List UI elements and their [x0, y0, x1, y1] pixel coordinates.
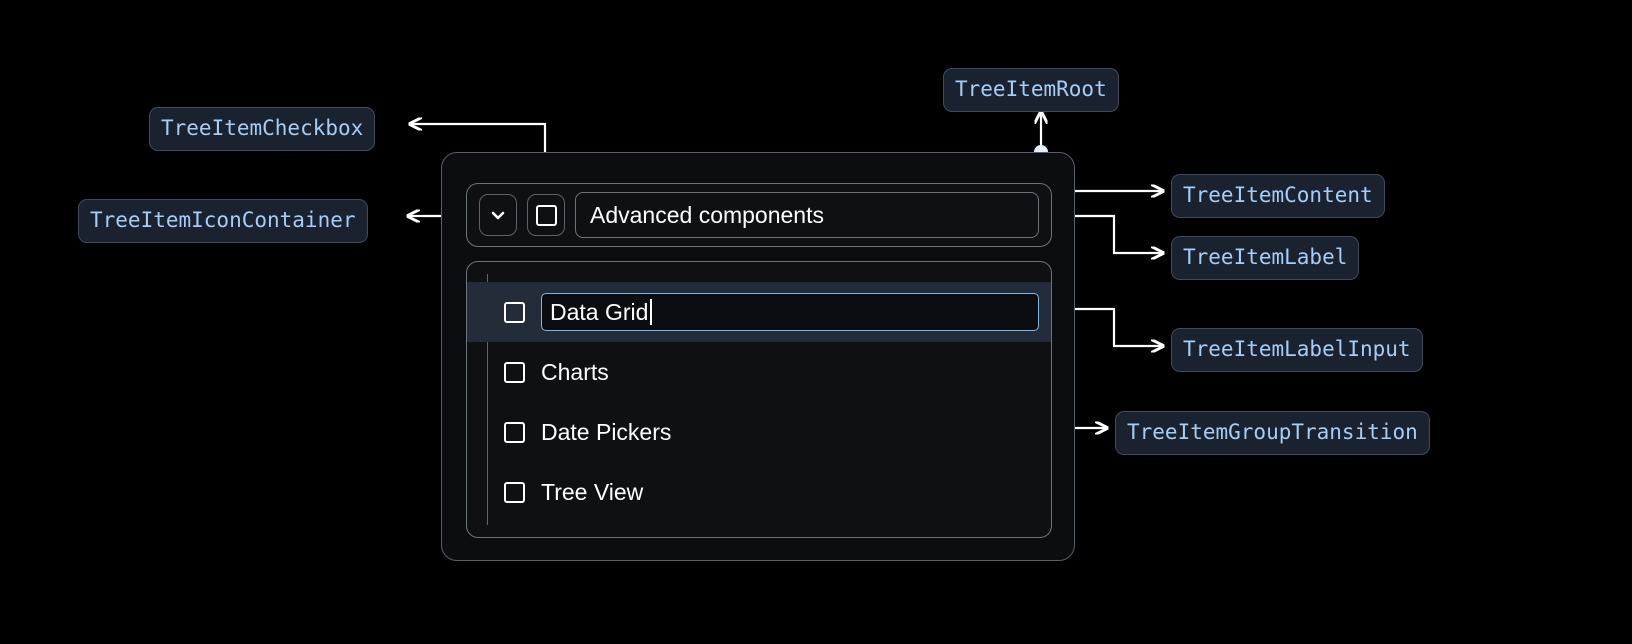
checkbox-box-icon [503, 481, 525, 503]
annotation-chip-treeitemiconcontainer: TreeItemIconContainer [78, 199, 368, 243]
checkbox-box-icon [503, 301, 525, 323]
tree-item-list: Data Grid Charts Date Pickers [467, 282, 1051, 522]
tree-item-checkbox[interactable] [501, 361, 527, 383]
annotation-chip-treeitemgrouptransition: TreeItemGroupTransition [1115, 411, 1430, 455]
tree-item-group-transition: Data Grid Charts Date Pickers [466, 261, 1052, 538]
tree-item-label[interactable]: Advanced components [575, 192, 1039, 238]
tree-item-icon-container[interactable] [479, 194, 517, 236]
tree-guide-line [487, 274, 488, 525]
annotation-chip-treeitemcheckbox: TreeItemCheckbox [149, 107, 376, 151]
checkbox-box-icon [503, 361, 525, 383]
checkbox-box-icon [503, 421, 525, 443]
tree-item-row-data-grid[interactable]: Data Grid [467, 282, 1051, 342]
tree-item-checkbox[interactable] [501, 421, 527, 443]
tree-item-row-date-pickers[interactable]: Date Pickers [467, 402, 1051, 462]
annotation-chip-treeitemcontent: TreeItemContent [1171, 174, 1385, 218]
annotation-chip-treeitemlabel: TreeItemLabel [1171, 236, 1360, 280]
tree-item-label[interactable]: Charts [541, 358, 609, 385]
tree-item-label[interactable]: Tree View [541, 478, 644, 505]
tree-item-label-input-value: Data Grid [550, 298, 649, 325]
tree-item-row-charts[interactable]: Charts [467, 342, 1051, 402]
tree-item-checkbox[interactable] [527, 194, 565, 236]
tree-item-root[interactable]: Advanced components Data Grid [441, 152, 1075, 561]
tree-item-label-input[interactable]: Data Grid [541, 293, 1039, 331]
tree-item-checkbox[interactable] [501, 301, 527, 323]
chevron-down-icon [491, 211, 505, 220]
tree-item-label-text: Advanced components [590, 201, 824, 228]
tree-item-checkbox[interactable] [501, 481, 527, 503]
tree-item-content[interactable]: Advanced components [466, 183, 1052, 247]
annotation-chip-treeitemlabelinput: TreeItemLabelInput [1171, 328, 1423, 372]
checkbox-box-icon [535, 204, 557, 226]
text-caret [650, 299, 652, 325]
tree-item-label[interactable]: Date Pickers [541, 418, 672, 445]
tree-item-row-tree-view[interactable]: Tree View [467, 462, 1051, 522]
annotation-chip-treeitemroot: TreeItemRoot [943, 68, 1119, 112]
